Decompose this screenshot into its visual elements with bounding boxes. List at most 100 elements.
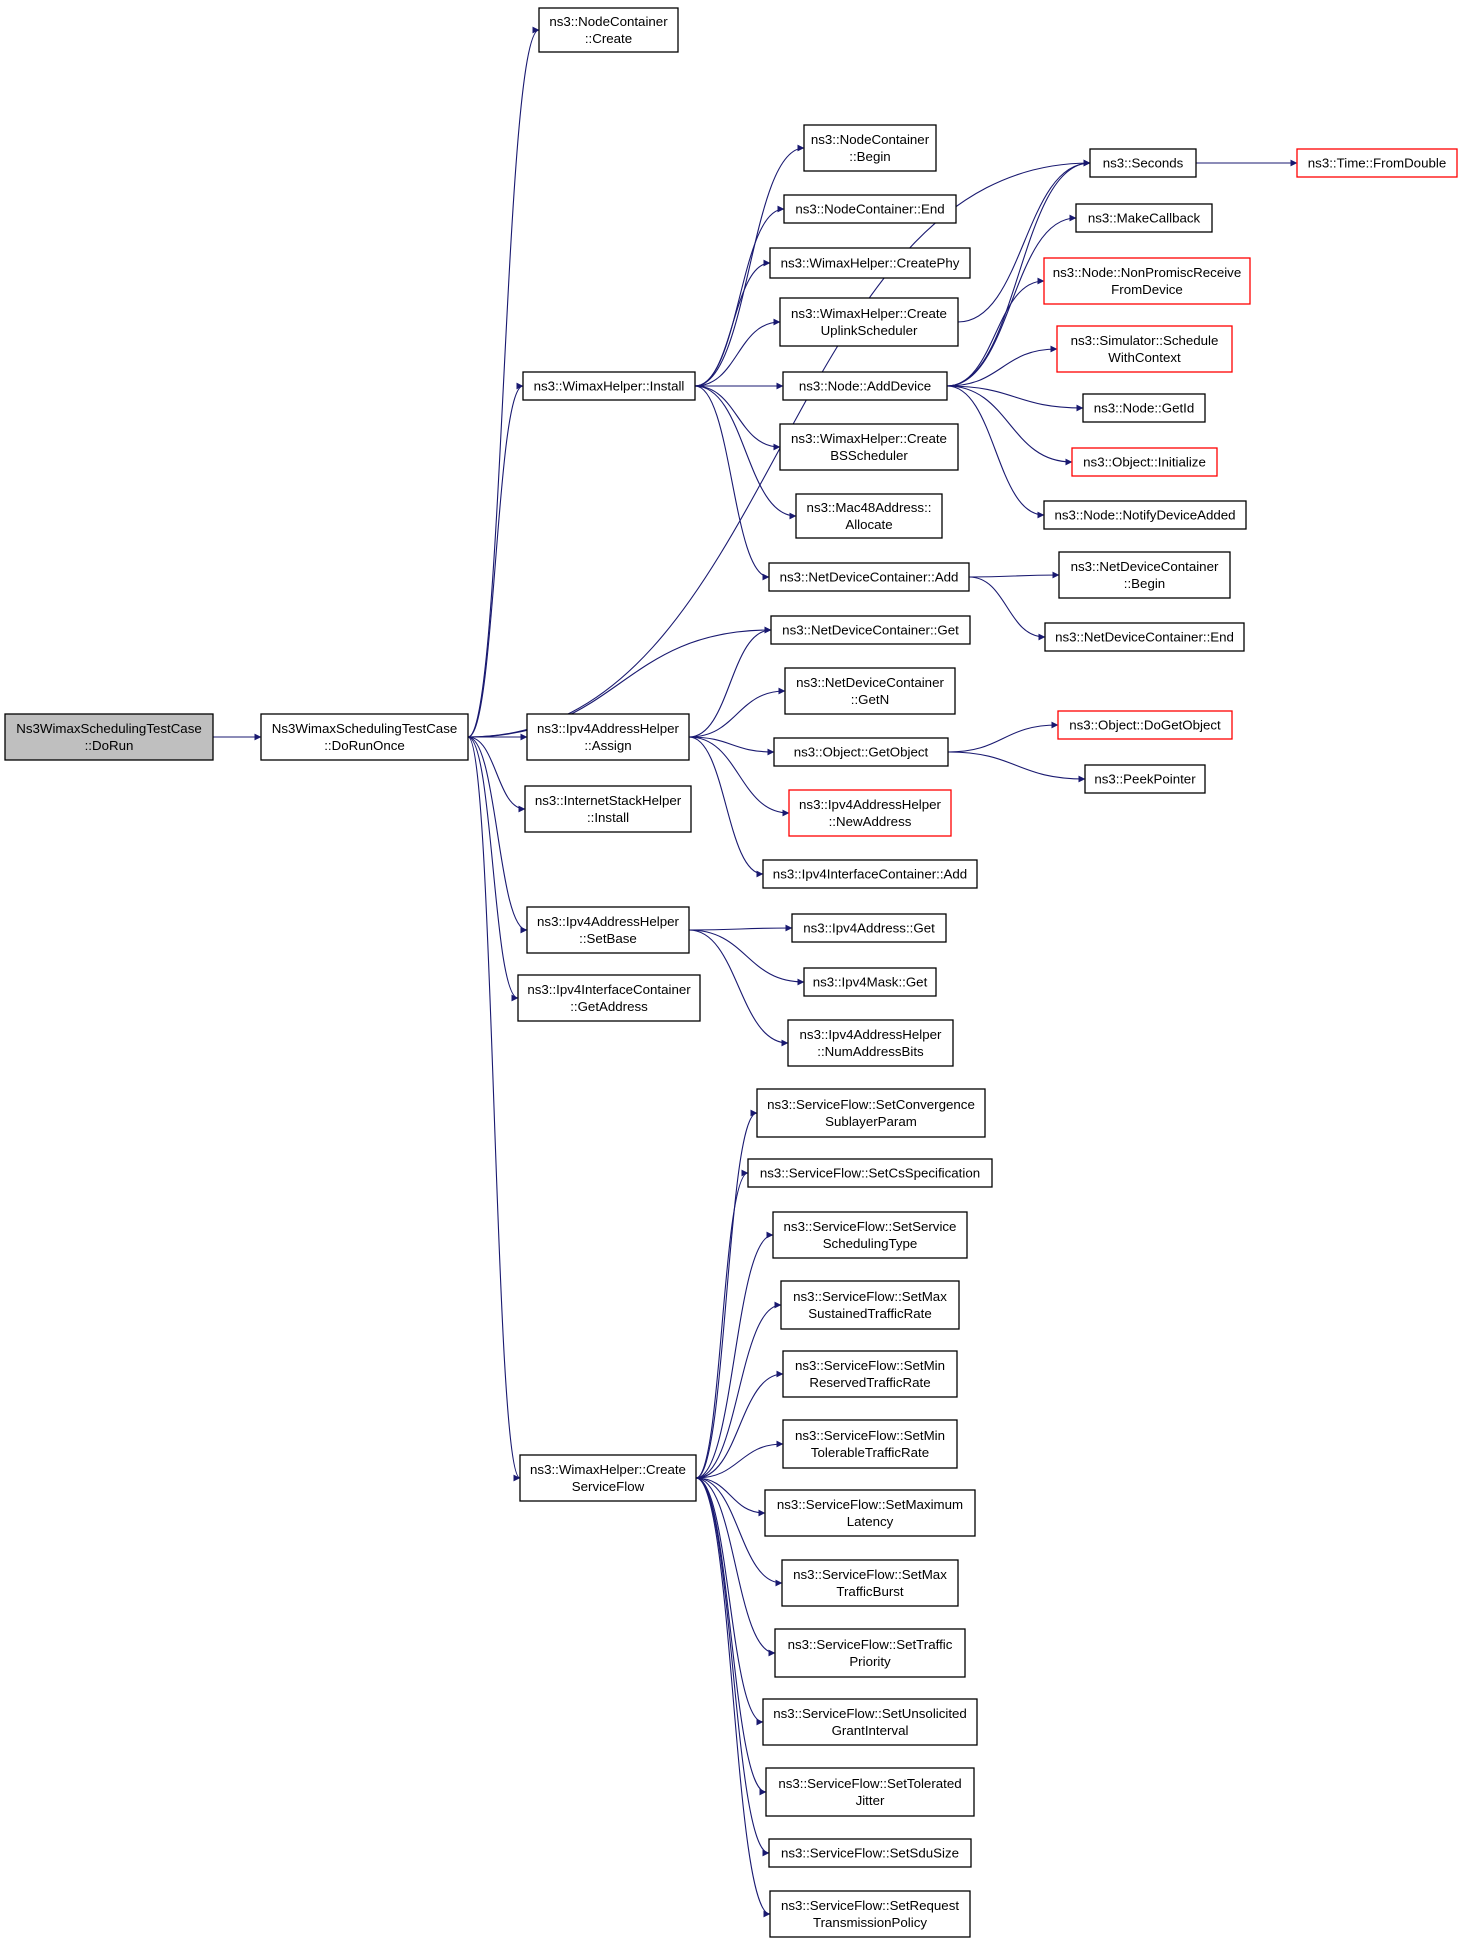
- node-box: [774, 1628, 966, 1678]
- node-sf2[interactable]: ns3::ServiceFlow::SetCsSpecification: [747, 1158, 993, 1188]
- node-label-line: ::NumAddressBits: [817, 1044, 924, 1059]
- node-label-line: Priority: [849, 1654, 891, 1669]
- node-sf4[interactable]: ns3::ServiceFlow::SetMaxSustainedTraffic…: [780, 1280, 960, 1330]
- node-label-line: ::Begin: [849, 149, 890, 164]
- node-box: [768, 562, 970, 592]
- edge-assign-to-iic-add: [688, 736, 764, 878]
- edge-getobject-to-peekpointer: [947, 751, 1086, 783]
- node-sf3[interactable]: ns3::ServiceFlow::SetServiceSchedulingTy…: [772, 1211, 968, 1259]
- node-mac48[interactable]: ns3::Mac48Address::Allocate: [795, 493, 943, 539]
- node-label-line: ns3::Node::AddDevice: [799, 379, 931, 394]
- node-label-line: ::Create: [585, 31, 632, 46]
- node-dogetobject[interactable]: ns3::Object::DoGetObject: [1057, 710, 1233, 740]
- node-makecallback[interactable]: ns3::MakeCallback: [1075, 203, 1213, 233]
- node-box: [770, 615, 971, 645]
- edge-csf-to-sf12: [695, 1477, 770, 1857]
- node-label-line: UplinkScheduler: [821, 323, 918, 338]
- node-nc-create[interactable]: ns3::NodeContainer::Create: [538, 7, 679, 53]
- node-label-line: ::GetN: [851, 692, 889, 707]
- node-ndc-add[interactable]: ns3::NetDeviceContainer::Add: [768, 562, 970, 592]
- node-label-line: ns3::WimaxHelper::CreatePhy: [781, 256, 960, 271]
- node-getid[interactable]: ns3::Node::GetId: [1082, 393, 1206, 423]
- node-sf6[interactable]: ns3::ServiceFlow::SetMinTolerableTraffic…: [782, 1419, 958, 1469]
- edge-ndc-add-to-ndc-end: [968, 576, 1046, 641]
- node-box: [769, 1890, 971, 1938]
- node-ndc-end[interactable]: ns3::NetDeviceContainer::End: [1044, 622, 1245, 652]
- edge-setbase-to-numbits: [688, 929, 789, 1047]
- node-nc-begin[interactable]: ns3::NodeContainer::Begin: [803, 124, 937, 172]
- node-assign[interactable]: ns3::Ipv4AddressHelper::Assign: [526, 713, 690, 761]
- node-createphy[interactable]: ns3::WimaxHelper::CreatePhy: [769, 247, 971, 279]
- edge-csf-to-sf1: [695, 1109, 758, 1479]
- node-box: [1082, 393, 1206, 423]
- node-label-line: ns3::NetDeviceContainer: [1071, 559, 1219, 574]
- node-newaddress[interactable]: ns3::Ipv4AddressHelper::NewAddress: [788, 789, 952, 837]
- node-box: [762, 859, 978, 889]
- edge-csf-to-sf6: [695, 1440, 784, 1479]
- node-box: [791, 913, 947, 943]
- node-box: [526, 713, 690, 761]
- edge-install-to-bssched: [694, 385, 781, 451]
- node-box: [779, 297, 959, 347]
- node-ipv4mask-get[interactable]: ns3::Ipv4Mask::Get: [803, 967, 937, 997]
- node-adddevice[interactable]: ns3::Node::AddDevice: [782, 371, 948, 401]
- node-ndc-get[interactable]: ns3::NetDeviceContainer::Get: [770, 615, 971, 645]
- node-box: [1058, 551, 1231, 599]
- node-label-line: ns3::Ipv4AddressHelper: [800, 1027, 942, 1042]
- node-label-line: ns3::Object::Initialize: [1083, 455, 1206, 470]
- node-box: [538, 7, 679, 53]
- node-label-line: ns3::Simulator::Schedule: [1071, 333, 1219, 348]
- node-box: [1071, 447, 1218, 477]
- node-seconds[interactable]: ns3::Seconds: [1089, 148, 1197, 178]
- node-dorunonce[interactable]: Ns3WimaxSchedulingTestCase::DoRunOnce: [260, 713, 469, 761]
- node-sf10[interactable]: ns3::ServiceFlow::SetUnsolicitedGrantInt…: [762, 1698, 978, 1746]
- node-sf5[interactable]: ns3::ServiceFlow::SetMinReservedTrafficR…: [782, 1350, 958, 1398]
- node-notify[interactable]: ns3::Node::NotifyDeviceAdded: [1043, 500, 1247, 530]
- node-label-line: ns3::ServiceFlow::SetMax: [793, 1289, 947, 1304]
- node-nc-end[interactable]: ns3::NodeContainer::End: [783, 194, 957, 224]
- node-numbits[interactable]: ns3::Ipv4AddressHelper::NumAddressBits: [787, 1019, 954, 1067]
- node-layer: Ns3WimaxSchedulingTestCase::DoRunNs3Wima…: [4, 7, 1458, 1938]
- node-getobject[interactable]: ns3::Object::GetObject: [773, 737, 949, 767]
- node-ndc-getn[interactable]: ns3::NetDeviceContainer::GetN: [784, 667, 956, 715]
- node-label-line: ns3::NetDeviceContainer: [796, 675, 944, 690]
- node-initialize[interactable]: ns3::Object::Initialize: [1071, 447, 1218, 477]
- edge-csf-to-sf9: [695, 1477, 776, 1657]
- node-label-line: TransmissionPolicy: [813, 1915, 927, 1930]
- edge-dorunonce-to-ish-install: [467, 736, 526, 813]
- node-ipv4addr-get[interactable]: ns3::Ipv4Address::Get: [791, 913, 947, 943]
- node-install[interactable]: ns3::WimaxHelper::Install: [522, 371, 696, 401]
- node-label-line: ns3::WimaxHelper::Create: [791, 306, 947, 321]
- edge-assign-to-ndc-getn: [688, 687, 786, 738]
- node-label-line: ::DoRunOnce: [324, 738, 405, 753]
- node-sf1[interactable]: ns3::ServiceFlow::SetConvergenceSublayer…: [756, 1088, 986, 1138]
- node-label-line: ns3::Ipv4AddressHelper: [537, 721, 679, 736]
- node-ndc-begin[interactable]: ns3::NetDeviceContainer::Begin: [1058, 551, 1231, 599]
- node-sf12[interactable]: ns3::ServiceFlow::SetSduSize: [768, 1838, 972, 1868]
- node-box: [769, 247, 971, 279]
- node-label-line: ns3::Node::NotifyDeviceAdded: [1054, 508, 1235, 523]
- node-label-line: Ns3WimaxSchedulingTestCase: [272, 721, 458, 736]
- node-sf13[interactable]: ns3::ServiceFlow::SetRequestTransmission…: [769, 1890, 971, 1938]
- node-ish-install[interactable]: ns3::InternetStackHelper::Install: [524, 785, 692, 833]
- node-label-line: ns3::Node::NonPromiscReceive: [1053, 265, 1241, 280]
- node-box: [780, 1280, 960, 1330]
- node-setbase[interactable]: ns3::Ipv4AddressHelper::SetBase: [526, 906, 690, 954]
- edge-dorunonce-to-csf: [467, 736, 521, 1482]
- node-label-line: ns3::ServiceFlow::SetTolerated: [778, 1776, 961, 1791]
- node-fromdouble[interactable]: ns3::Time::FromDouble: [1296, 148, 1458, 178]
- node-peekpointer[interactable]: ns3::PeekPointer: [1084, 764, 1206, 794]
- node-box: [787, 1019, 954, 1067]
- edge-ndc-add-to-ndc-begin: [968, 571, 1060, 579]
- node-getaddress[interactable]: ns3::Ipv4InterfaceContainer::GetAddress: [517, 974, 701, 1022]
- node-iic-add[interactable]: ns3::Ipv4InterfaceContainer::Add: [762, 859, 978, 889]
